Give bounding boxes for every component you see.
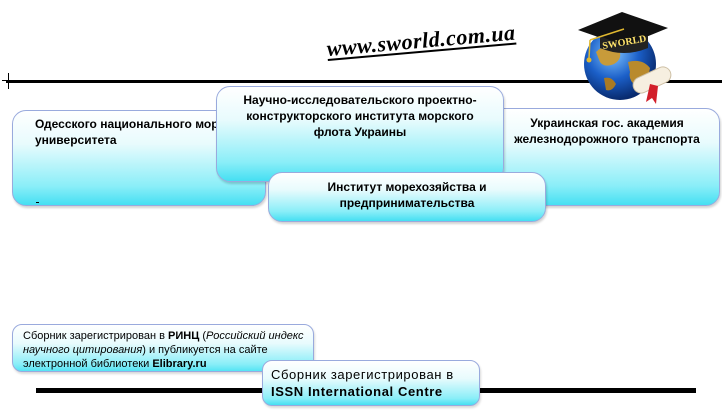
card-marine-text: Институт морехозяйства и предприниматель… [327,180,487,210]
rinc-mid: ) и публикуется на сайте электронной биб… [23,344,268,370]
rinc-full-name: Российский индекс научного цитирования [23,330,304,356]
site-url: www.sworld.com.ua [325,19,517,62]
card-research-institute: Научно-исследовательского проектно-конст… [216,86,504,182]
graduation-cap-globe-icon: SWORLD [570,2,680,112]
rinc-open: ( [199,330,206,342]
issn-line-1: Сборник зарегистрирован в [271,367,454,382]
card-ukr-rail-text: Украинская гос. академия железнодорожног… [514,116,700,146]
rinc-abbr: РИНЦ [168,330,200,342]
issn-registration-note: Сборник зарегистрирован в ISSN Internati… [262,360,480,406]
card-marine-institute: Институт морехозяйства и предприниматель… [268,172,546,222]
top-divider-tick [8,73,9,89]
divider-mark [36,202,39,203]
card-research-text: Научно-исследовательского проектно-конст… [243,93,477,139]
top-divider [6,80,722,83]
top-divider-tick [2,80,16,81]
card-odessa-text: Одесского национального морского универс… [35,117,251,147]
rinc-prefix: Сборник зарегистрирован в [23,330,169,342]
elibrary-link: Elibrary.ru [152,358,207,370]
issn-line-2: ISSN International Centre [271,384,443,399]
